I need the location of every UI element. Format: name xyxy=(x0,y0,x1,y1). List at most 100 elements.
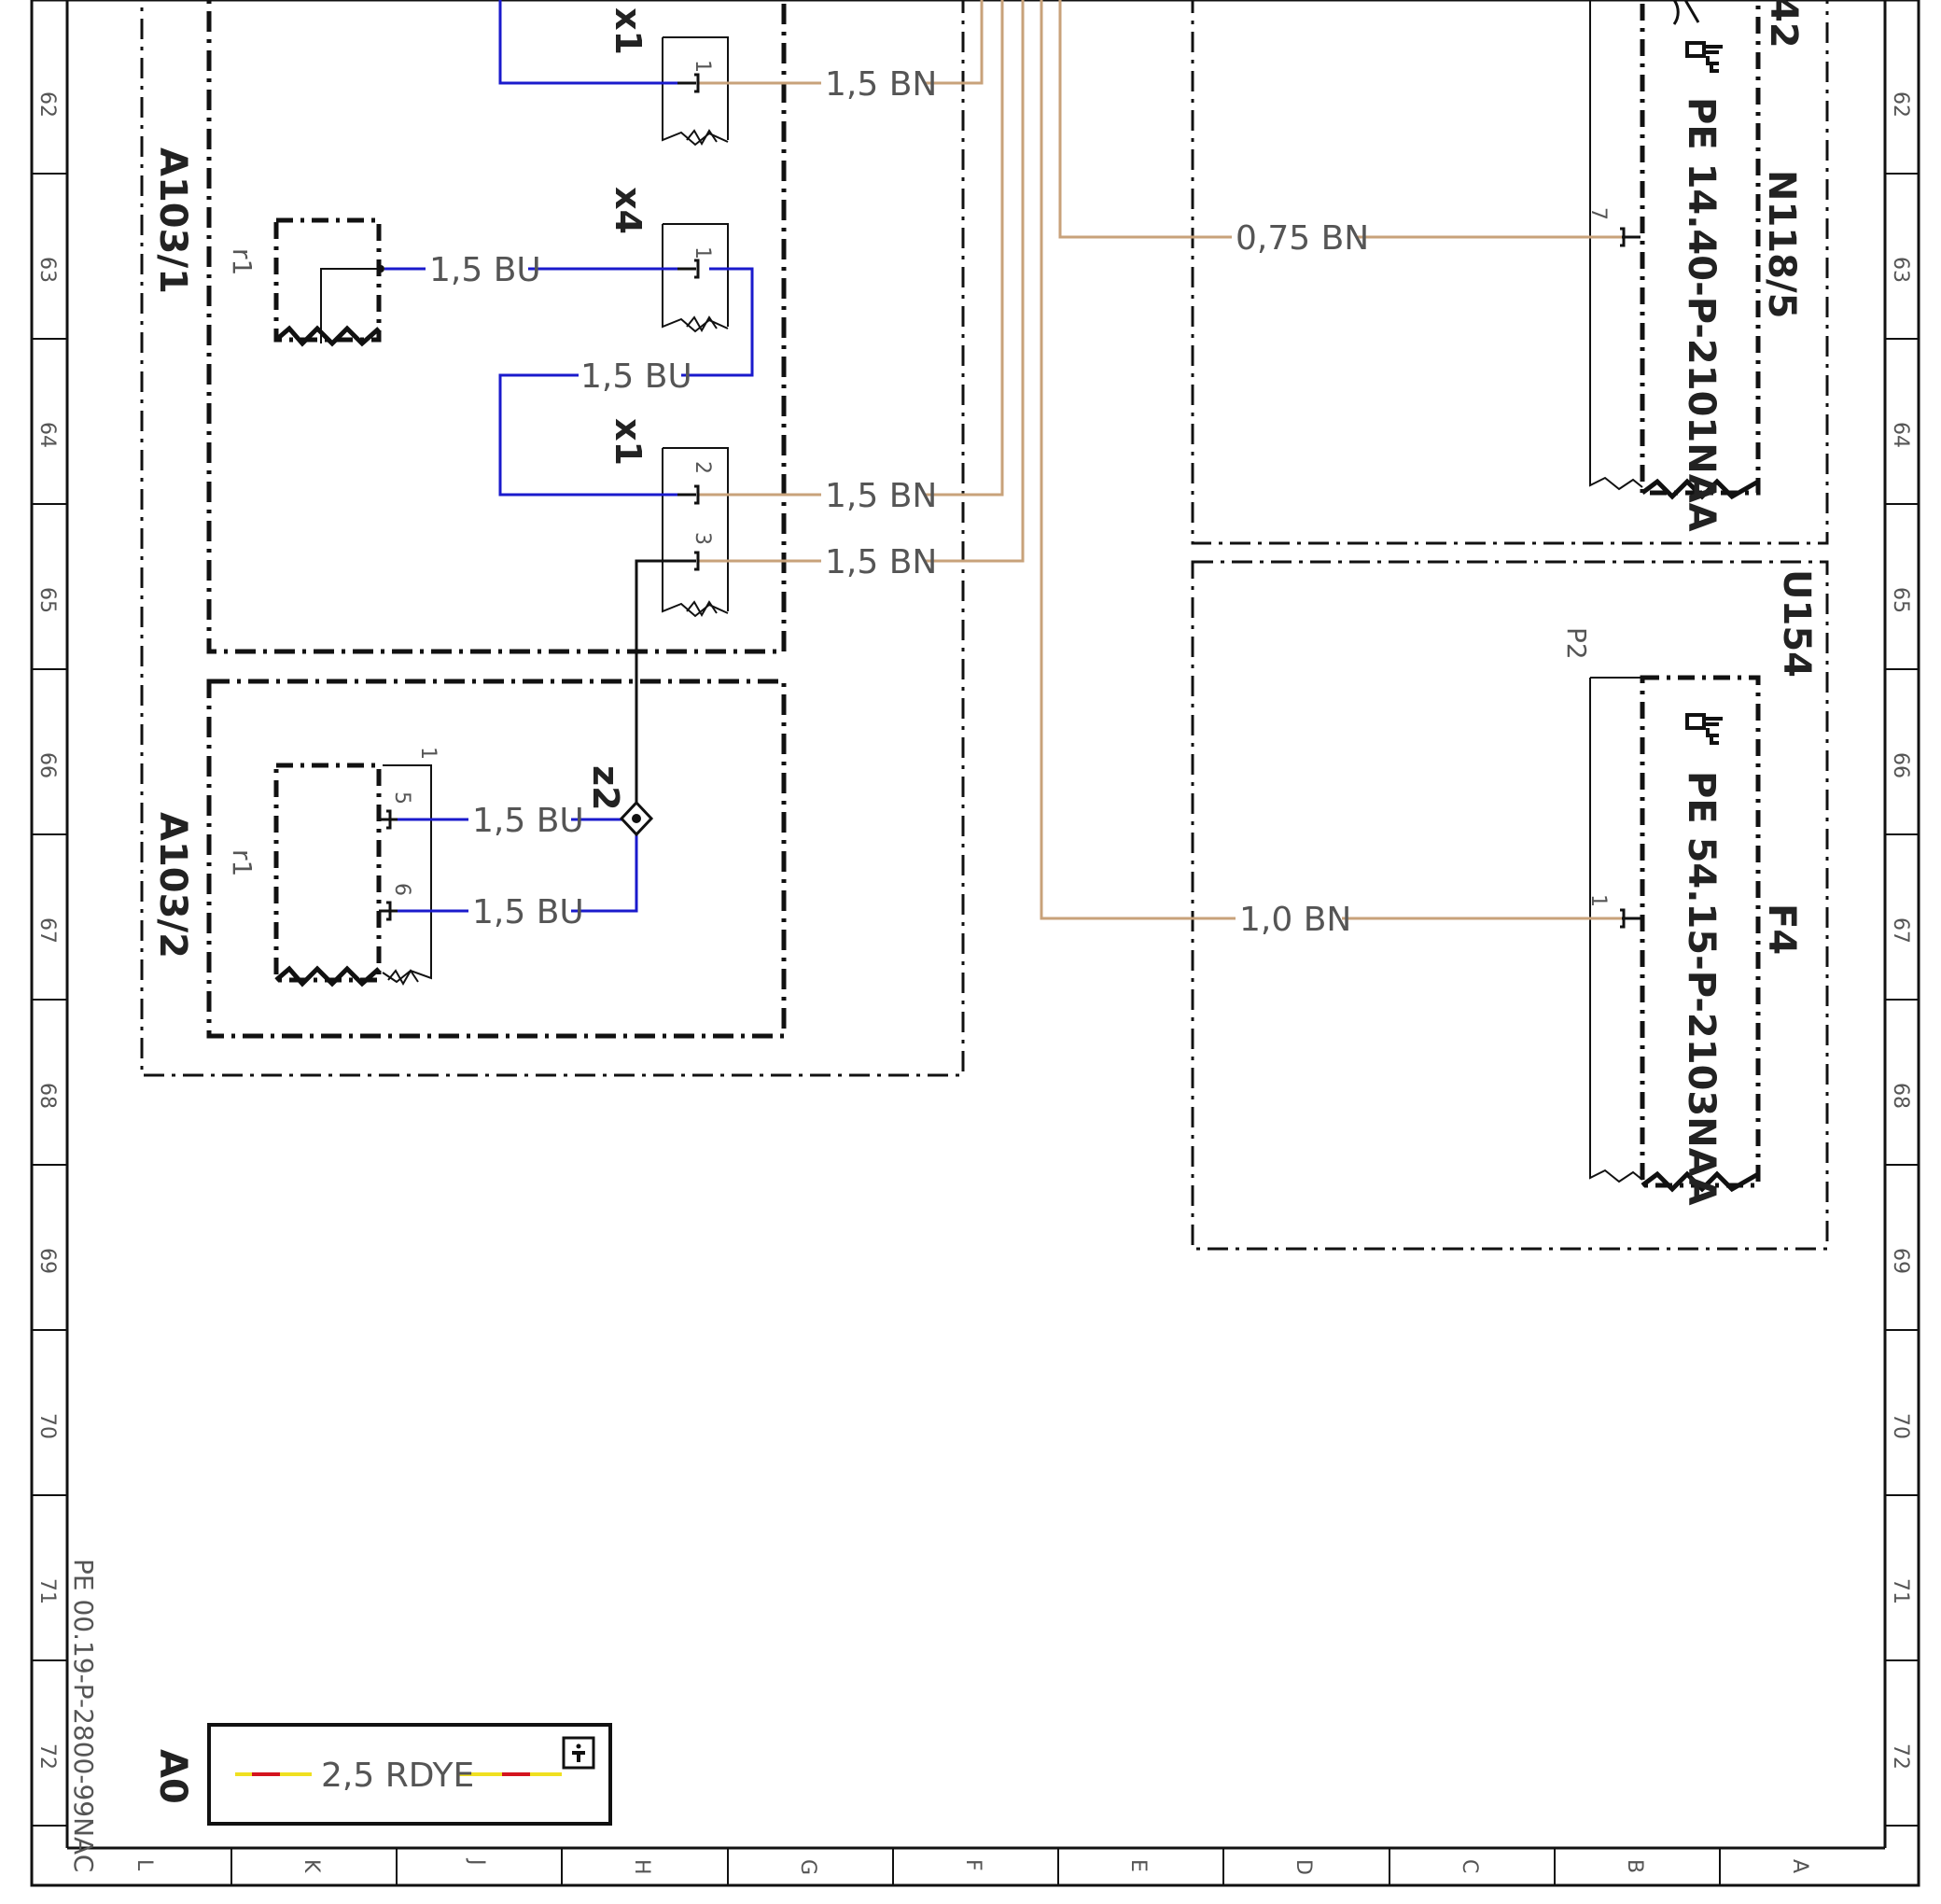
u154-box xyxy=(1191,560,1829,1251)
wire-label: 0,75 BN xyxy=(1236,219,1369,258)
wire-label: 1,5 BN xyxy=(825,65,937,104)
n118-5-partial-label: 42 xyxy=(1762,0,1805,49)
column-label: G xyxy=(796,1859,819,1875)
pin-label: 3 xyxy=(691,532,714,545)
n118-5-label: N118/5 xyxy=(1760,170,1803,318)
info-icon[interactable] xyxy=(562,1736,595,1770)
column-label: A xyxy=(1788,1859,1811,1873)
column-label: J xyxy=(465,1857,488,1866)
x1-bottom-wave xyxy=(686,600,718,618)
row-label: 68 xyxy=(35,1083,59,1109)
terminal-a103-2-pin6 xyxy=(379,901,398,921)
row-label: 71 xyxy=(1889,1578,1912,1604)
column-labels: L K J H G F E D C B A xyxy=(133,1857,1811,1875)
wire-brown-x1-pin2 xyxy=(698,0,1004,497)
row-label: 62 xyxy=(35,91,59,118)
a103-2-r1-zigzag xyxy=(274,965,381,987)
pin-label: 2 xyxy=(691,461,714,474)
row-label: 72 xyxy=(1889,1743,1912,1770)
a103-1-r1-internal xyxy=(320,268,381,343)
pin-label: 1 xyxy=(691,60,714,73)
pin-label: 7 xyxy=(1586,207,1610,220)
n118-5-outer-box xyxy=(1191,0,1829,545)
a103-2-r1-box xyxy=(273,763,382,983)
a103-2-box xyxy=(206,679,787,1039)
a103-1-r1-box xyxy=(273,217,382,343)
a0-wire-label: 2,5 RDYE xyxy=(321,1757,474,1795)
a0-legend: 2,5 RDYE xyxy=(207,1723,612,1826)
f4-reference[interactable]: PE 54.15-P-2103NAA xyxy=(1680,771,1723,1206)
wire-label: 1,5 BU xyxy=(580,357,692,396)
wire-brown-x1-pin3 xyxy=(698,0,1025,563)
terminal-f4-pin1 xyxy=(1620,908,1641,929)
row-label: 66 xyxy=(35,752,59,778)
terminal-x1-pin3 xyxy=(677,551,700,571)
terminal-x4-pin1 xyxy=(677,259,700,279)
column-label: B xyxy=(1623,1859,1646,1873)
x4-wave xyxy=(686,315,718,333)
column-label: K xyxy=(300,1859,323,1873)
column-label: E xyxy=(1126,1859,1150,1872)
a103-2-wave xyxy=(387,969,419,987)
row-label: 69 xyxy=(35,1248,59,1274)
row-label: 63 xyxy=(1889,257,1912,283)
connector-a103-2 xyxy=(382,764,432,984)
a103-2-r1-label: r1 xyxy=(227,849,258,876)
row-label: 70 xyxy=(35,1413,59,1439)
a103-1-r1-node xyxy=(377,265,384,273)
pin-label: 6 xyxy=(390,883,413,896)
connector-x1-top-label: x1 xyxy=(607,7,649,55)
row-label: 64 xyxy=(35,422,59,448)
f4-label: F4 xyxy=(1760,903,1803,955)
pin-label: 1 xyxy=(416,747,440,760)
row-label: 68 xyxy=(1889,1083,1912,1109)
a103-1-box xyxy=(206,0,787,654)
n118-5-zigzag xyxy=(1641,478,1760,500)
wire-blue-x4-to-x1 xyxy=(498,267,754,497)
wire-blue-a103-2-pin6 xyxy=(398,833,638,913)
f4-zigzag xyxy=(1641,1170,1760,1193)
connector-x4-label: x4 xyxy=(607,187,649,234)
a103-outer-box xyxy=(140,0,965,1077)
row-label: 65 xyxy=(1889,587,1912,613)
splice-z2-label: z2 xyxy=(585,765,626,811)
document-id: PE 00.19-P-2800-99NAC xyxy=(68,1559,99,1872)
n118-5-reference[interactable]: PE 14.40-P-2101NAA xyxy=(1680,97,1723,532)
a103-2-label: A103/2 xyxy=(151,812,194,959)
pin-label: 5 xyxy=(390,791,413,805)
wire-black-z2-to-x1 xyxy=(635,559,681,805)
pointing-hand-icon xyxy=(1685,41,1723,73)
column-label: D xyxy=(1292,1859,1315,1875)
row-label: 63 xyxy=(35,257,59,283)
wire-label: 1,5 BU xyxy=(472,893,584,931)
wire-blue-x1-top-loop xyxy=(498,0,681,85)
connector-n118-5 xyxy=(1589,0,1643,491)
row-label: 65 xyxy=(35,587,59,613)
wire-label: 1,5 BU xyxy=(472,802,584,840)
wire-label: 1,0 BN xyxy=(1239,901,1351,939)
a103-1-r1-zigzag xyxy=(274,325,381,347)
terminal-x1-pin1 xyxy=(677,73,700,93)
column-label: C xyxy=(1458,1859,1481,1873)
f4-port-label: P2 xyxy=(1561,627,1592,660)
column-label: H xyxy=(630,1859,653,1875)
row-label: 64 xyxy=(1889,422,1912,448)
row-label: 66 xyxy=(1889,752,1912,778)
wire-label: 1,5 BN xyxy=(825,477,937,515)
row-label: 69 xyxy=(1889,1248,1912,1274)
column-label: F xyxy=(961,1859,984,1871)
lamp-icon xyxy=(1672,0,1700,25)
row-label: 70 xyxy=(1889,1413,1912,1439)
terminal-n118-pin7 xyxy=(1620,227,1641,247)
row-labels-right: 62 63 64 65 66 67 68 69 70 71 72 xyxy=(1889,91,1912,1770)
pin-label: 1 xyxy=(691,246,714,259)
row-label: 67 xyxy=(1889,917,1912,944)
column-label: L xyxy=(133,1859,156,1871)
pointing-hand-icon xyxy=(1685,713,1723,745)
u154-label: U154 xyxy=(1775,569,1818,678)
row-labels-left: 62 63 64 65 66 67 68 69 70 71 72 xyxy=(35,91,59,1770)
connector-f4 xyxy=(1589,677,1643,1183)
terminal-a103-2-pin5 xyxy=(379,809,398,830)
row-label: 71 xyxy=(35,1578,59,1604)
